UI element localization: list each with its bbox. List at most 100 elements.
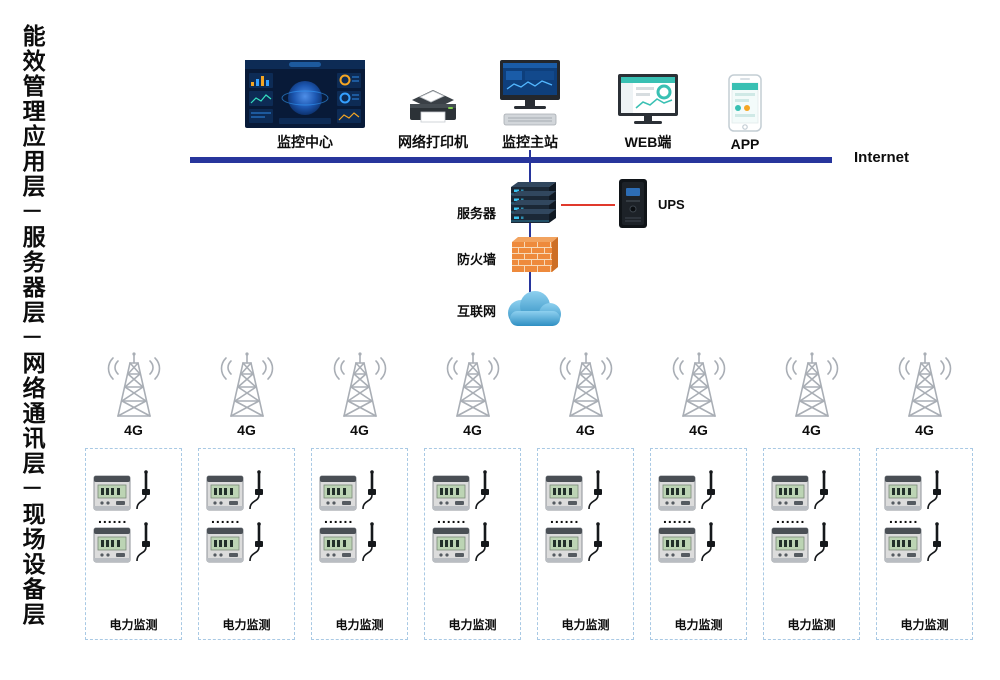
power-meter-icon bbox=[93, 475, 131, 511]
antenna-icon bbox=[927, 522, 941, 562]
meter-row bbox=[431, 470, 520, 513]
layer-separator: 一 bbox=[23, 202, 42, 222]
device-box-row: ...... 电力监测 bbox=[85, 448, 973, 640]
master-station-label: 监控主站 bbox=[502, 134, 558, 150]
power-monitor-label: 电力监测 bbox=[787, 618, 836, 632]
ups-label: UPS bbox=[658, 197, 685, 212]
firewall-icon-wrap bbox=[509, 236, 559, 274]
tower-4g: 4G bbox=[650, 352, 747, 438]
power-meter-icon bbox=[884, 475, 922, 511]
power-meter-icon bbox=[206, 527, 244, 563]
device-master-station: 监控主站 bbox=[490, 52, 570, 152]
tower-label: 4G bbox=[576, 422, 595, 438]
power-meter-icon bbox=[319, 527, 357, 563]
antenna-icon bbox=[701, 470, 715, 510]
tower-label: 4G bbox=[802, 422, 821, 438]
ups-link-line bbox=[561, 204, 615, 206]
signal-tower-icon bbox=[785, 352, 838, 417]
layer-label-server: 服务器层 bbox=[19, 225, 46, 325]
signal-tower-icon bbox=[333, 352, 386, 417]
power-monitor-box: ...... 电力监测 bbox=[763, 448, 860, 640]
network-printer-label: 网络打印机 bbox=[398, 134, 468, 150]
device-app: APP bbox=[714, 52, 776, 152]
antenna-icon bbox=[814, 470, 828, 510]
web-terminal-label: WEB端 bbox=[624, 134, 672, 150]
meter-row bbox=[318, 470, 407, 513]
smartphone-icon bbox=[728, 74, 762, 132]
power-monitor-box: ...... 电力监测 bbox=[311, 448, 408, 640]
power-monitor-box: ...... 电力监测 bbox=[198, 448, 295, 640]
meter-row bbox=[883, 470, 972, 513]
meter-row bbox=[883, 522, 972, 565]
power-monitor-label: 电力监测 bbox=[561, 618, 610, 632]
internet-bus-bar bbox=[190, 157, 832, 163]
antenna-icon bbox=[475, 522, 489, 562]
power-monitor-label: 电力监测 bbox=[109, 618, 158, 632]
tower-4g: 4G bbox=[85, 352, 182, 438]
ellipsis-dots: ...... bbox=[437, 510, 467, 526]
web-monitor-icon bbox=[618, 74, 678, 124]
power-monitor-box: ...... 电力监测 bbox=[85, 448, 182, 640]
meter-row bbox=[657, 470, 746, 513]
tower-label: 4G bbox=[124, 422, 143, 438]
antenna-icon bbox=[475, 470, 489, 510]
server-rack-icon bbox=[510, 181, 557, 224]
power-meter-icon bbox=[658, 475, 696, 511]
tower-4g: 4G bbox=[424, 352, 521, 438]
signal-tower-icon bbox=[898, 352, 951, 417]
antenna-icon bbox=[588, 470, 602, 510]
power-meter-icon bbox=[206, 475, 244, 511]
device-network-printer: 网络打印机 bbox=[381, 52, 485, 152]
signal-tower-icon bbox=[446, 352, 499, 417]
tower-4g: 4G bbox=[876, 352, 973, 438]
tower-label: 4G bbox=[915, 422, 934, 438]
device-monitor-center: 监控中心 bbox=[238, 52, 372, 152]
layer-separator: 一 bbox=[23, 479, 42, 499]
antenna-icon bbox=[249, 522, 263, 562]
monitor-center-dashboard-icon bbox=[245, 60, 365, 128]
firewall-label: 防火墙 bbox=[456, 252, 496, 267]
meter-row bbox=[318, 522, 407, 565]
power-monitor-box: ...... 电力监测 bbox=[537, 448, 634, 640]
firewall-icon bbox=[512, 237, 558, 272]
power-monitor-label: 电力监测 bbox=[448, 618, 497, 632]
power-meter-icon bbox=[545, 527, 583, 563]
cloud-icon bbox=[508, 291, 561, 326]
server-label: 服务器 bbox=[456, 206, 496, 221]
monitor-center-label: 监控中心 bbox=[277, 134, 333, 150]
meter-row bbox=[205, 522, 294, 565]
layer-separator: 一 bbox=[23, 328, 42, 348]
power-meter-icon bbox=[432, 475, 470, 511]
tower-4g: 4G bbox=[311, 352, 408, 438]
antenna-icon bbox=[588, 522, 602, 562]
meter-row bbox=[205, 470, 294, 513]
server-rack-icon-wrap bbox=[501, 181, 563, 228]
signal-tower-icon bbox=[220, 352, 273, 417]
signal-tower-icon bbox=[672, 352, 725, 417]
antenna-icon bbox=[136, 470, 150, 510]
power-meter-icon bbox=[545, 475, 583, 511]
power-monitor-label: 电力监测 bbox=[222, 618, 271, 632]
signal-tower-icon bbox=[559, 352, 612, 417]
meter-row bbox=[544, 522, 633, 565]
power-monitor-box: ...... 电力监测 bbox=[424, 448, 521, 640]
device-web-terminal: WEB端 bbox=[606, 52, 690, 152]
ups-icon-wrap bbox=[614, 178, 652, 230]
internet-cloud-label: 互联网 bbox=[456, 304, 496, 319]
layer-label-network: 网络通讯层 bbox=[19, 351, 46, 476]
antenna-icon bbox=[814, 522, 828, 562]
meter-row bbox=[770, 470, 859, 513]
power-monitor-label: 电力监测 bbox=[674, 618, 723, 632]
ellipsis-dots: ...... bbox=[98, 510, 128, 526]
tower-row: 4G bbox=[85, 352, 973, 438]
antenna-icon bbox=[136, 522, 150, 562]
power-meter-icon bbox=[93, 527, 131, 563]
ellipsis-dots: ...... bbox=[211, 510, 241, 526]
app-label: APP bbox=[730, 136, 760, 152]
tower-label: 4G bbox=[350, 422, 369, 438]
layer-sidebar: 能效管理应用层 一 服务器层 一 网络通讯层 一 现场设备层 bbox=[19, 24, 46, 627]
meter-row bbox=[92, 522, 181, 565]
ellipsis-dots: ...... bbox=[776, 510, 806, 526]
antenna-icon bbox=[362, 522, 376, 562]
